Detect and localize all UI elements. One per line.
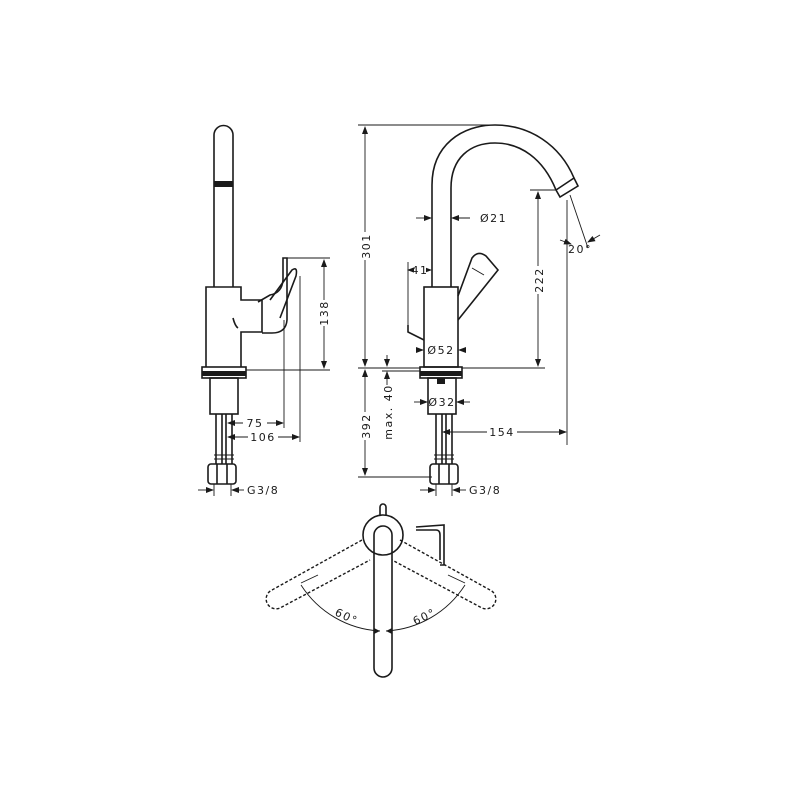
dim-g38-side: G3/8 (247, 484, 279, 497)
dim-g38-front: G3/8 (469, 484, 501, 497)
dim-max-40: max. 40 (382, 384, 395, 439)
front-view: 301 392 max. 40 222 154 20° Ø21 41 (358, 124, 601, 497)
dim-41: 41 (412, 264, 429, 277)
dim-d21: Ø21 (480, 212, 507, 225)
dim-106: 106 (250, 431, 276, 444)
dim-d52: Ø52 (427, 344, 454, 357)
dim-138: 138 (318, 300, 331, 326)
dim-20-deg: 20° (568, 243, 592, 256)
dim-d32: Ø32 (428, 396, 455, 409)
angle-60-left: 60° (333, 606, 360, 628)
dim-75: 75 (247, 417, 264, 430)
dim-222: 222 (533, 267, 546, 293)
side-view: 138 75 106 G3/8 (198, 124, 331, 497)
dim-392: 392 (360, 413, 373, 439)
angle-60-right: 60° (411, 606, 438, 628)
dim-301: 301 (360, 233, 373, 259)
dim-154: 154 (489, 426, 515, 439)
top-view: 60° 60° (265, 503, 497, 678)
